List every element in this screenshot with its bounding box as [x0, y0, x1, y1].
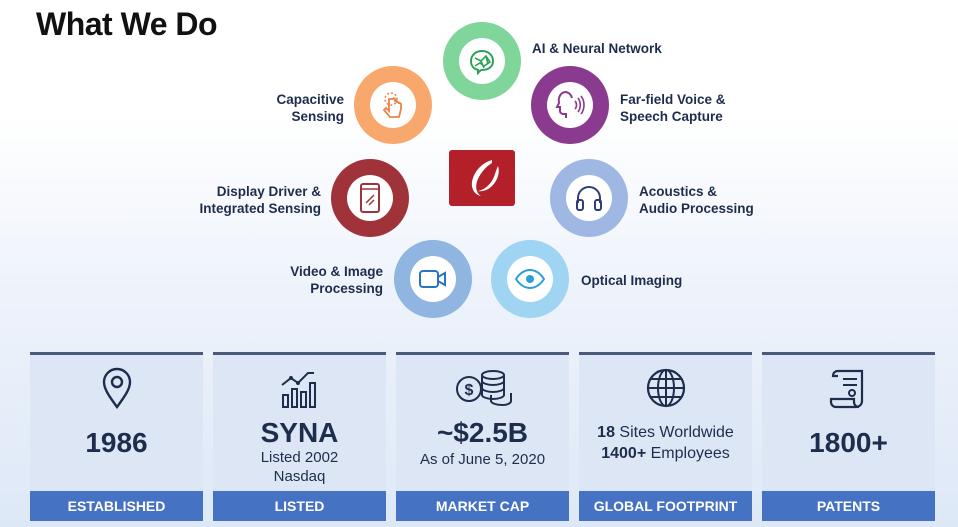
- video-camera-icon: [419, 270, 446, 288]
- listed-value: SYNA: [260, 417, 339, 448]
- global-footprint-footer: GLOBAL FOOTPRINT: [579, 491, 752, 521]
- optical-imaging-circle: [491, 240, 569, 318]
- optical-imaging-label: Optical Imaging: [581, 273, 683, 288]
- capacitive-line1: Capacitive: [276, 92, 344, 107]
- stat-card-global-footprint: 18 Sites Worldwide 1400+ Employees GLOBA…: [579, 352, 752, 521]
- employees-count: 1400+: [601, 445, 647, 462]
- listed-line1: Listed 2002: [260, 449, 339, 466]
- capacitive-sensing-circle: [354, 66, 432, 144]
- location-pin-icon: [102, 367, 131, 409]
- page-title: What We Do: [36, 6, 218, 42]
- ai-neural-network-circle: [443, 22, 521, 100]
- global-sites: 18 Sites Worldwide: [579, 423, 752, 442]
- market-cap-footer: MARKET CAP: [396, 491, 569, 521]
- headphones-icon: [576, 186, 602, 211]
- coins-icon: $: [455, 370, 512, 407]
- employees-text: Employees: [646, 445, 730, 462]
- video-line2: Processing: [310, 281, 383, 296]
- display-line2: Integrated Sensing: [199, 201, 321, 216]
- svg-text:$: $: [464, 382, 473, 399]
- eye-icon: [514, 268, 546, 290]
- sites-count: 18: [597, 424, 615, 441]
- stat-card-listed: SYNA Listed 2002 Nasdaq LISTED: [213, 352, 386, 521]
- listed-footer: LISTED: [213, 491, 386, 521]
- market-cap-value: ~$2.5B: [436, 417, 529, 448]
- ai-neural-network-label: AI & Neural Network: [532, 41, 662, 56]
- sites-text: Sites Worldwide: [614, 424, 734, 441]
- display-screen-icon: [360, 183, 380, 213]
- far-field-voice-circle: [531, 66, 609, 144]
- stat-card-market-cap: $ ~$2.5B As of June 5, 2020 MARKET CAP: [396, 352, 569, 521]
- touch-hand-icon: [382, 92, 402, 118]
- acoustics-line2: Audio Processing: [639, 201, 754, 216]
- capacitive-sensing-label: Capacitive Sensing: [174, 91, 344, 125]
- display-driver-label: Display Driver & Integrated Sensing: [151, 183, 321, 217]
- growth-chart-icon: [280, 372, 316, 408]
- video-line1: Video & Image: [290, 264, 383, 279]
- acoustics-label: Acoustics & Audio Processing: [639, 183, 809, 217]
- company-logo: [449, 150, 515, 206]
- established-footer: ESTABLISHED: [30, 491, 203, 521]
- video-image-circle: [394, 240, 472, 318]
- globe-icon: [646, 368, 685, 408]
- document-scroll-icon: [829, 369, 863, 409]
- acoustics-circle: [550, 159, 628, 237]
- speaking-face-icon: [555, 91, 585, 118]
- farfield-line1: Far-field Voice &: [620, 92, 726, 107]
- capacitive-line2: Sensing: [291, 109, 344, 124]
- market-cap-date: As of June 5, 2020: [419, 451, 546, 468]
- stat-card-established: 1986 ESTABLISHED: [30, 352, 203, 521]
- patents-value: 1800+: [809, 427, 888, 458]
- far-field-voice-label: Far-field Voice & Speech Capture: [620, 91, 790, 125]
- farfield-line2: Speech Capture: [620, 109, 723, 124]
- established-value: 1986: [85, 427, 148, 458]
- display-line1: Display Driver &: [216, 184, 321, 199]
- stats-row: 1986 ESTABLISHED SYNA Listed 2002 Nasdaq…: [30, 352, 935, 521]
- stat-card-patents: 1800+ PATENTS: [762, 352, 935, 521]
- listed-line2: Nasdaq: [273, 468, 326, 485]
- display-driver-circle: [331, 159, 409, 237]
- swirl-logo-icon: [471, 160, 499, 196]
- video-image-label: Video & Image Processing: [213, 263, 383, 297]
- acoustics-line1: Acoustics &: [639, 184, 718, 199]
- brain-icon: [469, 49, 495, 76]
- global-employees: 1400+ Employees: [579, 444, 752, 463]
- patents-footer: PATENTS: [762, 491, 935, 521]
